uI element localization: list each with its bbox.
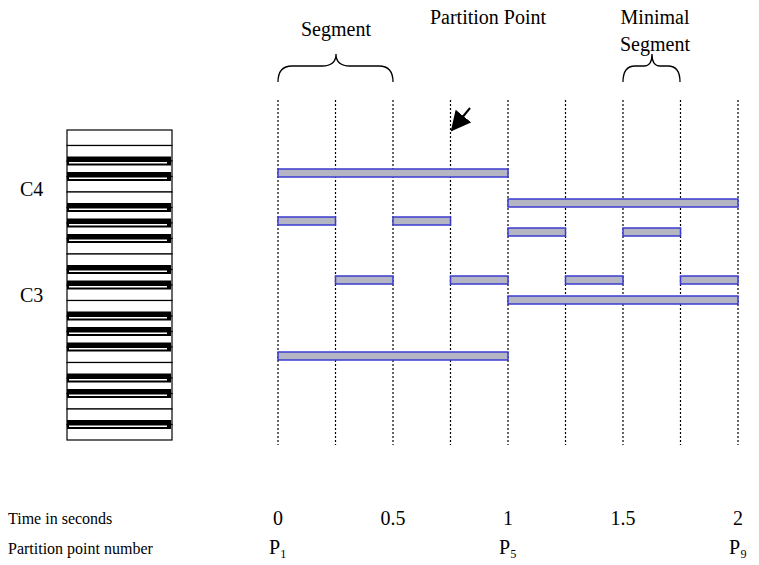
white-key (67, 130, 172, 146)
black-key-highlight (69, 271, 167, 273)
piano-keyboard (67, 130, 172, 440)
time-tick: 1.5 (611, 505, 636, 532)
black-key-highlight (69, 162, 167, 164)
partition-point-number: P₉ (729, 534, 747, 561)
segment-label: Segment (301, 16, 371, 43)
time-tick: 0.5 (381, 505, 406, 532)
black-key (67, 389, 171, 398)
axis-title: Partition point number (8, 538, 153, 560)
black-key (67, 157, 171, 166)
time-tick: 0 (273, 505, 283, 532)
black-key (67, 420, 171, 429)
note-bars (278, 169, 738, 360)
white-key (67, 394, 172, 410)
black-key-highlight (69, 240, 167, 242)
partition-point-number: P₅ (499, 534, 517, 561)
minimal-segment-label: Minimal Segment (600, 4, 710, 58)
partition-lines (278, 100, 738, 445)
black-key-highlight (69, 379, 167, 381)
black-key (67, 265, 171, 274)
partition-point-arrow (452, 108, 470, 130)
white-key (67, 347, 172, 363)
black-key (67, 219, 171, 228)
black-key-highlight (69, 209, 167, 211)
black-key-highlight (69, 178, 167, 180)
black-key-highlight (69, 333, 167, 335)
white-key (67, 239, 172, 255)
black-key-highlight (69, 348, 167, 350)
black-key (67, 374, 171, 383)
black-key (67, 312, 171, 321)
white-key (67, 285, 172, 301)
note-label: C3 (20, 282, 43, 309)
black-key (67, 281, 171, 290)
time-tick: 2 (733, 505, 743, 532)
time-tick: 1 (503, 505, 513, 532)
black-key (67, 172, 171, 181)
black-key-highlight (69, 286, 167, 288)
white-key (67, 177, 172, 193)
partition-point-number: P₁ (269, 534, 287, 561)
black-key-highlight (69, 426, 167, 428)
black-key (67, 327, 171, 336)
black-key-highlight (69, 317, 167, 319)
black-key (67, 343, 171, 352)
black-key (67, 203, 171, 212)
axis-title: Time in seconds (8, 508, 112, 530)
note-label: C4 (20, 176, 43, 203)
partition-point-label: Partition Point (428, 4, 548, 31)
white-key (67, 425, 172, 441)
black-key (67, 234, 171, 243)
black-key-highlight (69, 224, 167, 226)
black-key-highlight (69, 395, 167, 397)
minimal-segment-brace (623, 54, 680, 82)
segment-brace (278, 54, 393, 82)
